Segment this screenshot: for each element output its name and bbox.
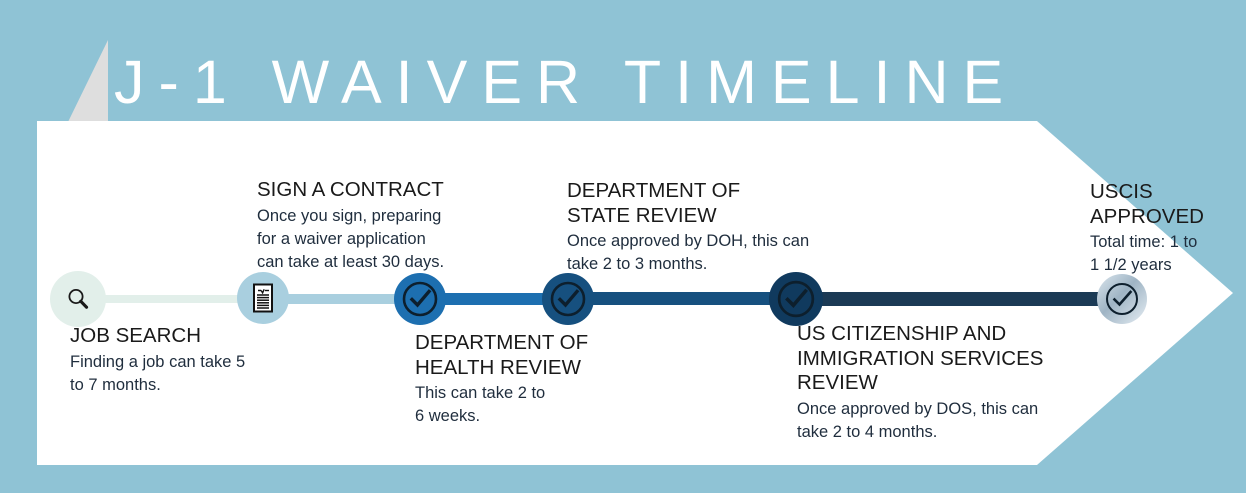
text-block-job-search: JOB SEARCH Finding a job can take 5 to 7… [70, 324, 280, 397]
header-banner [0, 40, 1246, 122]
node-description-job-search: Finding a job can take 5 to 7 months. [70, 352, 246, 394]
node-description-sign-a-contract: Once you sign, preparing for a waiver ap… [257, 206, 445, 271]
node-description-department-of-state-review: Once approved by DOH, this can take 2 to… [567, 232, 810, 273]
check-circle-icon [776, 279, 816, 319]
node-uscis-approved[interactable] [1097, 274, 1147, 324]
segment-uscis-to-approved [790, 292, 1120, 306]
node-department-of-health-review[interactable] [394, 273, 446, 325]
node-label-job-search: JOB SEARCH [70, 324, 201, 347]
text-block-us-citizenship-and-immigration-services-review: US CITIZENSHIP AND IMMIGRATION SERVICES … [797, 322, 1072, 444]
segment-search-to-contract [88, 295, 258, 303]
segment-contract-to-health [258, 294, 423, 304]
text-block-uscis-approved: USCIS APPROVED Total time: 1 to 1 1/2 ye… [1090, 180, 1220, 277]
node-description-department-of-health-review: This can take 2 to 6 weeks. [415, 384, 546, 425]
segment-state-to-uscis [565, 292, 800, 305]
document-icon [251, 283, 275, 313]
node-label-uscis-approved: USCIS APPROVED [1090, 180, 1204, 228]
check-circle-icon [1103, 280, 1141, 318]
text-block-department-of-health-review: DEPARTMENT OF HEALTH REVIEW This can tak… [415, 331, 645, 428]
check-circle-icon [401, 280, 439, 318]
node-department-of-state-review[interactable] [542, 273, 594, 325]
node-description-uscis-approved: Total time: 1 to 1 1/2 years [1090, 233, 1198, 274]
text-block-department-of-state-review: DEPARTMENT OF STATE REVIEW Once approved… [567, 179, 832, 276]
page-title: J-1 WAIVER TIMELINE [114, 48, 1018, 116]
node-description-us-citizenship-and-immigration-services-review: Once approved by DOS, this can take 2 to… [797, 399, 1039, 441]
node-label-department-of-state-review: DEPARTMENT OF STATE REVIEW [567, 179, 741, 227]
node-label-us-citizenship-and-immigration-services-review: US CITIZENSHIP AND IMMIGRATION SERVICES … [797, 322, 1044, 394]
text-block-sign-a-contract: SIGN A CONTRACT Once you sign, preparing… [257, 178, 472, 274]
node-label-department-of-health-review: DEPARTMENT OF HEALTH REVIEW [415, 331, 589, 379]
node-job-search[interactable] [50, 271, 106, 327]
node-us-citizenship-and-immigration-services-review[interactable] [769, 272, 823, 326]
search-icon [65, 286, 91, 312]
check-circle-icon [549, 280, 587, 318]
node-label-sign-a-contract: SIGN A CONTRACT [257, 178, 444, 201]
segment-health-to-state [415, 293, 575, 305]
node-sign-a-contract[interactable] [237, 272, 289, 324]
